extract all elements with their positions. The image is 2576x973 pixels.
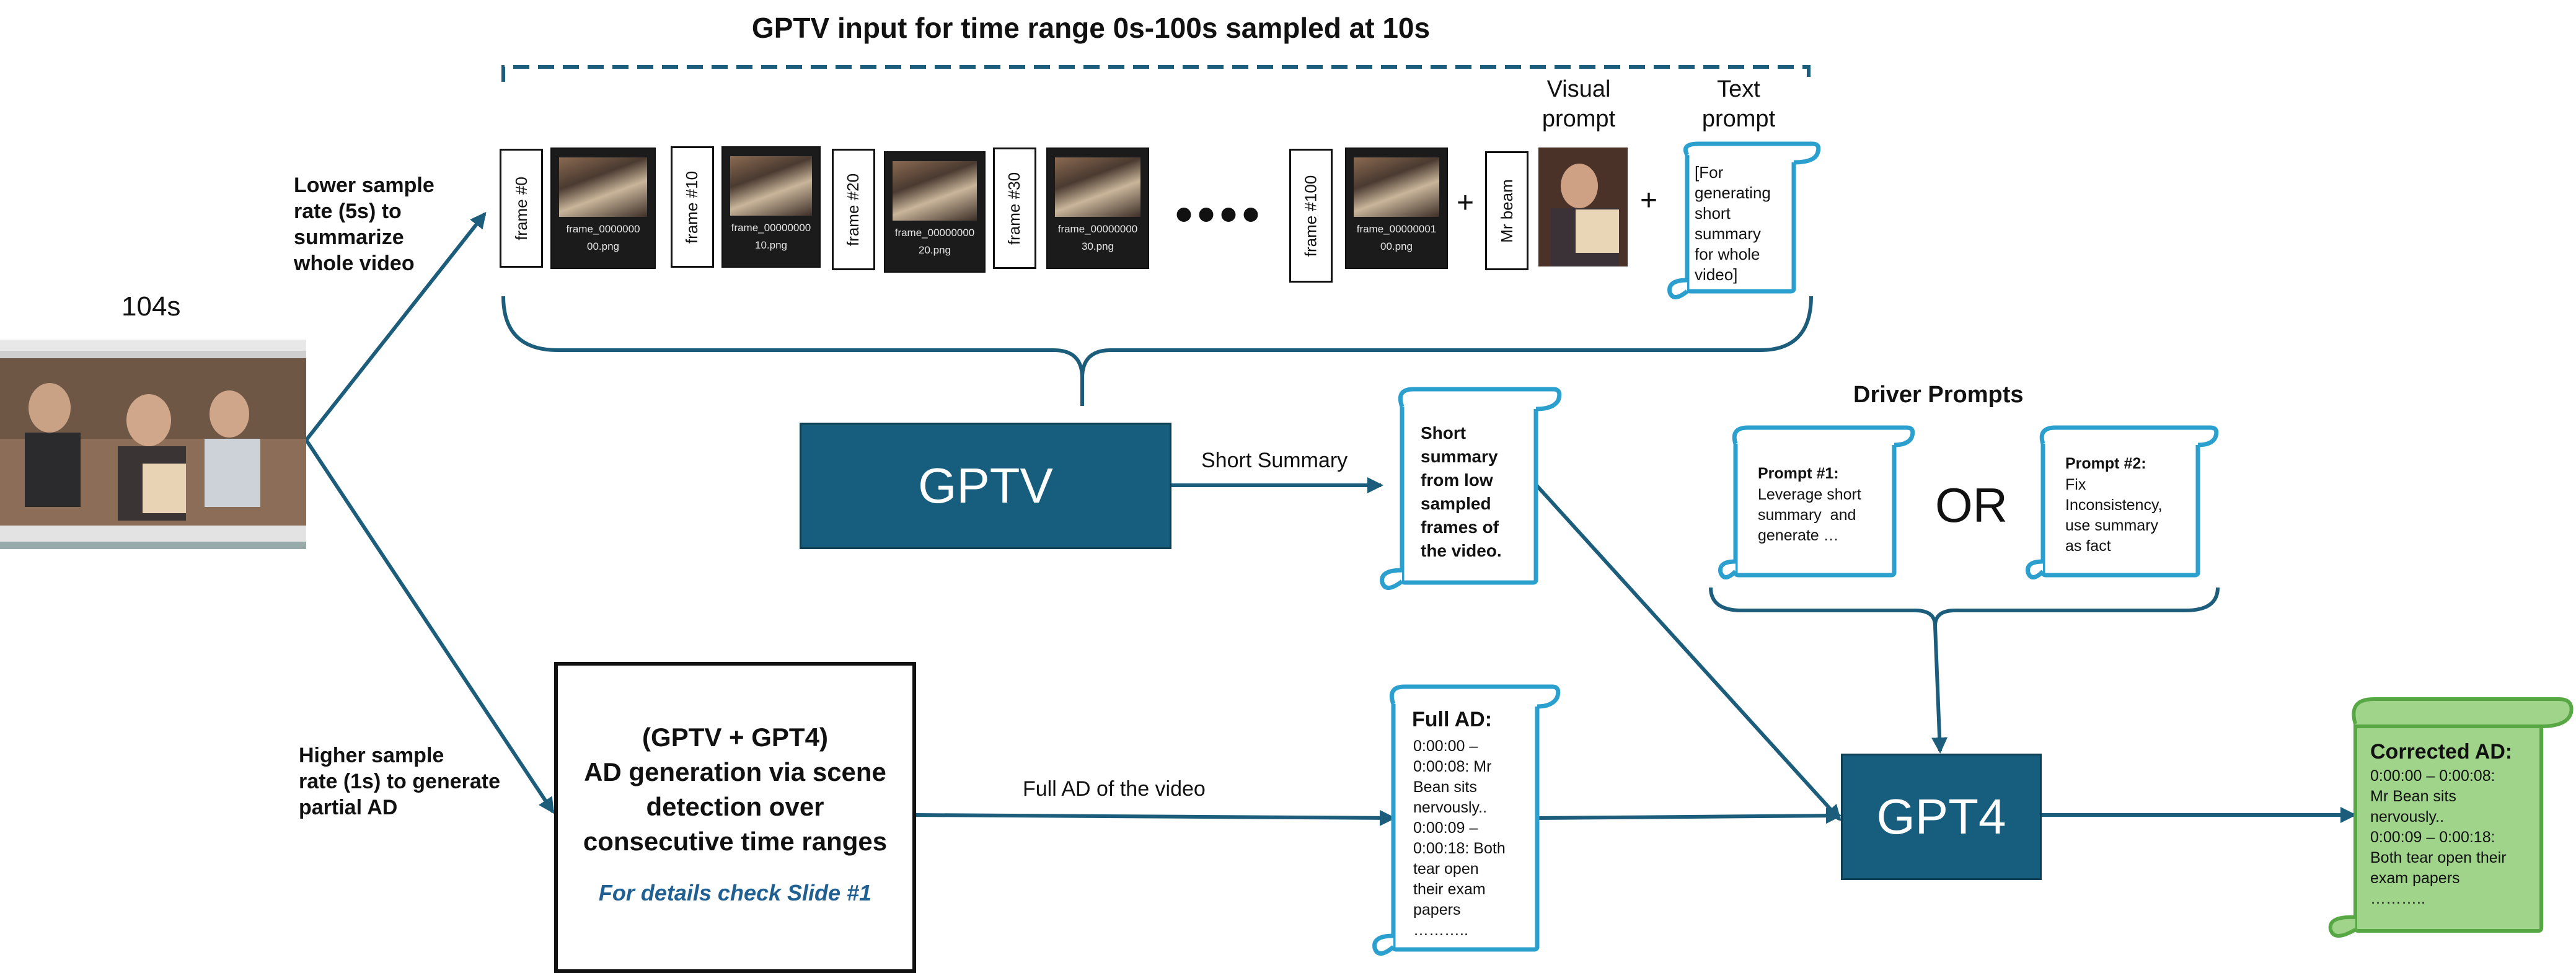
short-summary-scroll-text: Short summary from low sampled frames of…: [1421, 423, 1502, 560]
text-prompt-content: [For generating short summary for whole …: [1695, 163, 1771, 284]
prompt-1-scroll-shape: [1718, 425, 1915, 579]
visual-prompt-label: Visual prompt: [1542, 76, 1616, 132]
arrow-prompts-to-gpt4: [1931, 625, 1948, 754]
text-prompt-label: Text prompt: [1701, 76, 1776, 132]
frame-label-100: frame #100: [1289, 149, 1333, 283]
frame-thumbnail-0: frame_0000000 00.png: [550, 147, 656, 269]
visual-prompt-image: [1538, 147, 1628, 266]
frame-label-10: frame #10: [671, 146, 714, 268]
visual-prompt-still: [1538, 147, 1628, 266]
frames-ellipsis: ••••: [1175, 187, 1265, 242]
or-label: OR: [1935, 478, 2008, 532]
prompt-2-scroll-shape: [2026, 425, 2219, 579]
arrow-video-to-ad-generation: [304, 439, 555, 814]
frame-thumbnail-30: frame_00000000 30.png: [1046, 147, 1149, 269]
video-still-image: [0, 340, 306, 549]
driver-prompts-brace: [1709, 587, 2220, 627]
short-summary-scroll-shape: [1380, 387, 1562, 590]
arrow-video-to-frames: [304, 211, 487, 441]
frame-label-20: frame #20: [832, 149, 875, 270]
frame-thumbnail-100: frame_00000001 00.png: [1345, 147, 1448, 269]
frame-thumbnail-10: frame_00000000 10.png: [721, 146, 821, 268]
arrow-summary-to-gpt4: [1534, 483, 1842, 821]
video-duration-label: 104s: [121, 291, 181, 322]
driver-prompts-title: Driver Prompts: [1853, 382, 2024, 408]
frame-label-30: frame #30: [993, 147, 1036, 269]
prompt-2-title: Prompt #2:: [2065, 455, 2146, 472]
ad-generation-box: (GPTV + GPT4) AD generation via scene de…: [554, 662, 916, 973]
mr-beam-label: Mr beam: [1485, 151, 1528, 270]
text-prompt-scroll: [1667, 141, 1821, 299]
corrected-ad-scroll-shape: [2328, 697, 2574, 938]
gptv-box: GPTV: [800, 423, 1171, 549]
corrected-ad-body: 0:00:00 – 0:00:08: Mr Bean sits nervousl…: [2370, 767, 2507, 907]
dashed-input-bracket: [501, 65, 1811, 82]
ad-generation-title: (GPTV + GPT4) AD generation via scene de…: [583, 723, 888, 856]
frame-thumbnail-20: frame_00000000 20.png: [884, 151, 986, 273]
full-ad-body: 0:00:00 – 0:00:08: Mr Bean sits nervousl…: [1413, 737, 1506, 939]
plus-sign-2: +: [1640, 184, 1658, 217]
prompt-1-title: Prompt #1:: [1758, 465, 1839, 482]
prompt-2-body: Fix Inconsistency, use summary as fact: [2065, 476, 2163, 555]
frame-label-0: frame #0: [500, 149, 543, 268]
short-summary-edge-label: Short Summary: [1201, 449, 1348, 472]
full-ad-edge-label: Full AD of the video: [1023, 777, 1206, 801]
higher-sample-rate-label: Higher sample rate (1s) to generate part…: [299, 744, 500, 819]
plus-sign-1: +: [1457, 187, 1475, 219]
full-ad-title: Full AD:: [1412, 708, 1493, 731]
corrected-ad-title: Corrected AD:: [2370, 740, 2513, 764]
arrow-full-ad-to-gpt4: [1537, 808, 1842, 824]
full-ad-scroll-shape: [1372, 684, 1561, 956]
lower-sample-rate-label: Lower sample rate (5s) to summarize whol…: [294, 174, 434, 275]
ad-generation-details: For details check Slide #1: [598, 880, 872, 905]
diagram-title: GPTV input for time range 0s-100s sample…: [751, 12, 1431, 44]
gpt4-box: GPT4: [1841, 754, 2042, 880]
video-thumbnail: [0, 340, 306, 549]
arrow-ad-to-full-ad: [914, 809, 1396, 826]
frames-curly-brace: [501, 296, 1813, 406]
prompt-1-body: Leverage short summary and generate …: [1758, 486, 1861, 544]
